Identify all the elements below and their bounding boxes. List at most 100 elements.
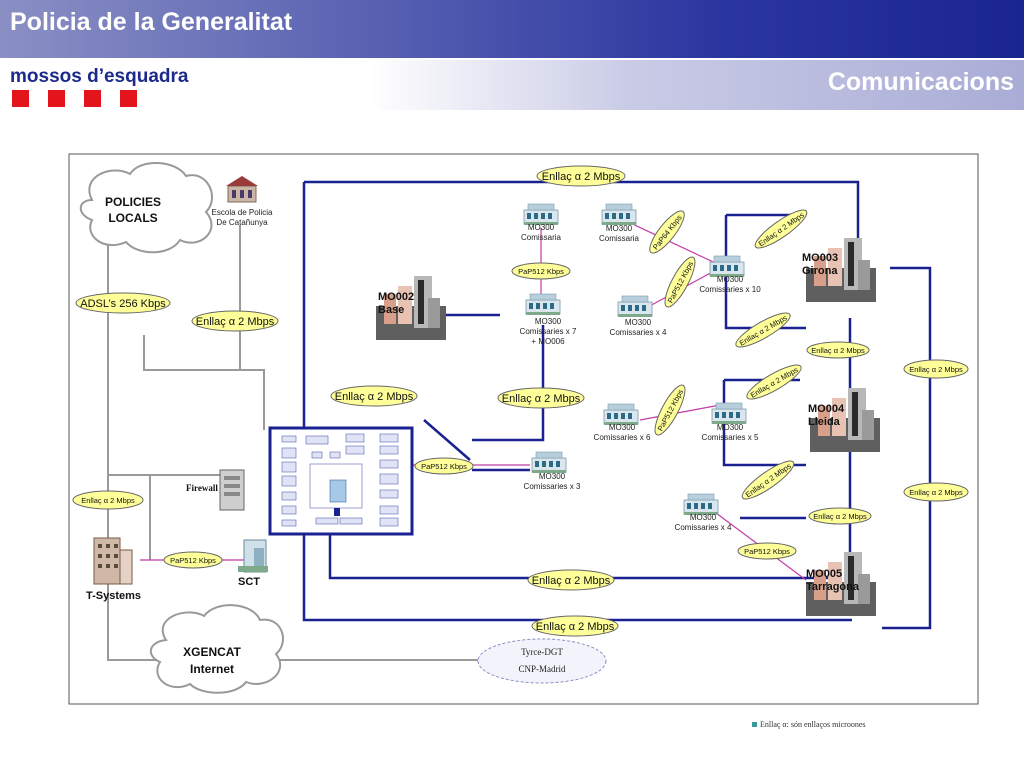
mo003-label: MO003: [802, 252, 838, 264]
mo300-f-label: Comissaries x 6: [594, 433, 651, 442]
data-center-panel: [268, 426, 414, 536]
mo300-building-icon: [523, 203, 559, 226]
mo300-building-icon: [683, 493, 719, 516]
header-band: [370, 60, 1024, 110]
mo002-label: Base: [378, 304, 404, 316]
link-label-enllac-top: Enllaç α 2 Mbps: [536, 165, 626, 187]
mo004-label: Lleida: [808, 416, 841, 428]
link-label-pap512-top: PaP512 Kbps: [511, 262, 571, 280]
mo300-h-label: Comissaries x 3: [524, 482, 581, 491]
svg-text:Enllaç α 2 Mbps: Enllaç α 2 Mbps: [335, 391, 414, 403]
link-label-enllac-left: Enllaç α 2 Mbps: [72, 490, 144, 510]
svg-text:Enllaç α 2 Mbps: Enllaç α 2 Mbps: [542, 171, 621, 183]
link-label-pap64: PaP64 Kbps: [649, 210, 685, 254]
firewall-label: Firewall: [186, 483, 218, 493]
brand-square: [48, 90, 65, 107]
mo300-building-icon: [617, 295, 653, 318]
footnote-text: Enllaç α: són enllaços microones: [760, 720, 866, 729]
cloud-policies-locals: POLICIES LOCALS: [79, 161, 213, 254]
svg-text:Enllaç α 2 Mbps: Enllaç α 2 Mbps: [502, 393, 581, 405]
mo300-g-label: Comissaries x 5: [702, 433, 759, 442]
cloud-label: Internet: [190, 662, 234, 676]
link-label-enllac-escola: Enllaç α 2 Mbps: [191, 310, 279, 332]
mo005-label: Tarragona: [806, 581, 860, 593]
mo003-label: Girona: [802, 265, 838, 277]
link-label-enllac-girona-2: Enllaç α 2 Mbps: [735, 312, 791, 348]
svg-text:PaP512 Kbps: PaP512 Kbps: [421, 462, 467, 471]
firewall-server-icon: [219, 469, 245, 511]
escola-label: Escola de Policia: [212, 208, 273, 217]
mo300-building-icon: [531, 451, 567, 474]
svg-text:Enllaç α 2 Mbps: Enllaç α 2 Mbps: [536, 621, 615, 633]
svg-text:Enllaç α 2 Mbps: Enllaç α 2 Mbps: [909, 488, 963, 497]
link-label-enllac-right-2: Enllaç α 2 Mbps: [903, 482, 969, 502]
link-label-enllac-tarragona: Enllaç α 2 Mbps: [527, 569, 615, 591]
svg-text:Enllaç α 2 Mbps: Enllaç α 2 Mbps: [749, 365, 800, 400]
link-label-enllac-girona-1: Enllaç α 2 Mbps: [754, 209, 808, 249]
diagram-frame: [68, 153, 979, 705]
escola-label: De Catañunya: [216, 218, 268, 227]
svg-text:Enllaç α 2 Mbps: Enllaç α 2 Mbps: [744, 461, 793, 499]
link-label-enllac-right-1: Enllaç α 2 Mbps: [903, 359, 969, 379]
link-label-adsl: ADSL’s 256 Kbps: [75, 292, 171, 314]
footnote: Enllaç α: són enllaços microones: [752, 720, 866, 729]
link-label-pap512-center: PaP512 Kbps: [414, 457, 474, 475]
link-label-enllac-girona-3: Enllaç α 2 Mbps: [806, 341, 870, 359]
mo300-building-icon: [709, 255, 745, 278]
mo002-label: MO002: [378, 291, 414, 303]
cloud-label: LOCALS: [108, 211, 157, 225]
svg-text:Enllaç α 2 Mbps: Enllaç α 2 Mbps: [738, 313, 789, 348]
svg-text:PaP512 Kbps: PaP512 Kbps: [518, 267, 564, 276]
cloud-label: POLICIES: [105, 195, 161, 209]
mo300-g-label: MO300: [717, 423, 744, 432]
tyrce-label: Tyrce-DGT: [521, 647, 563, 657]
mo300-e-label: Comissaries x 10: [699, 285, 761, 294]
link-label-enllac-mid: Enllaç α 2 Mbps: [497, 387, 585, 409]
tsystems-label: T-Systems: [86, 590, 141, 602]
mo300-c-label: MO300: [535, 317, 562, 326]
svg-text:ADSL’s 256 Kbps: ADSL’s 256 Kbps: [80, 298, 166, 310]
link-label-enllac-lleida-3: Enllaç α 2 Mbps: [808, 507, 872, 525]
link-label-pap512-left: PaP512 Kbps: [163, 551, 223, 569]
svg-text:PaP512 Kbps: PaP512 Kbps: [170, 556, 216, 565]
link-label-enllac-lleida-1: Enllaç α 2 Mbps: [746, 364, 802, 400]
mo300-building-icon: [711, 402, 747, 425]
mo005-label: MO005: [806, 568, 842, 580]
mo300-b-label: MO300: [606, 224, 633, 233]
svg-text:Enllaç α 2 Mbps: Enllaç α 2 Mbps: [909, 365, 963, 374]
header-bar: [0, 0, 1024, 58]
mo300-e-label: MO300: [717, 275, 744, 284]
sct-building-icon: [238, 539, 268, 573]
link-label-pap512-diag2: PaP512 Kbps: [654, 384, 686, 436]
link-label-enllac-lleida-2: Enllaç α 2 Mbps: [741, 460, 795, 500]
mo300-building-icon: [601, 203, 637, 226]
mo300-a-label: MO300: [528, 223, 555, 232]
svg-text:Enllaç α 2 Mbps: Enllaç α 2 Mbps: [811, 346, 865, 355]
cloud-label: XGENCAT: [183, 645, 241, 659]
sct-label: SCT: [238, 576, 260, 588]
brand-square: [120, 90, 137, 107]
mo300-building-icon: [525, 293, 561, 316]
link-label-pap512-bottom: PaP512 Kbps: [737, 542, 797, 560]
tsystems-building-icon: [93, 537, 133, 585]
brand-square: [84, 90, 101, 107]
mo300-d-label: MO300: [625, 318, 652, 327]
mo300-h-label: MO300: [539, 472, 566, 481]
mo004-label: MO004: [808, 403, 845, 415]
link-label-enllac-xgencat: Enllaç α 2 Mbps: [531, 615, 619, 637]
mo300-f-label: MO300: [609, 423, 636, 432]
svg-text:Enllaç α 2 Mbps: Enllaç α 2 Mbps: [81, 496, 135, 505]
mo300-c-label: + MO006: [531, 337, 565, 346]
svg-text:Enllaç α 2 Mbps: Enllaç α 2 Mbps: [532, 575, 611, 587]
page-title: Policia de la Generalitat: [10, 8, 293, 36]
svg-text:Enllaç α 2 Mbps: Enllaç α 2 Mbps: [196, 316, 275, 328]
footnote-marker-icon: [752, 722, 757, 727]
section-title: Comunicacions: [827, 68, 1014, 96]
escola-policia-building-icon: [226, 176, 258, 203]
svg-text:PaP512 Kbps: PaP512 Kbps: [744, 547, 790, 556]
mo300-i-label: MO300: [690, 513, 717, 522]
mo300-a-label: Comissaria: [521, 233, 562, 242]
svg-text:Enllaç α 2 Mbps: Enllaç α 2 Mbps: [813, 512, 867, 521]
grey-links: [107, 225, 478, 661]
